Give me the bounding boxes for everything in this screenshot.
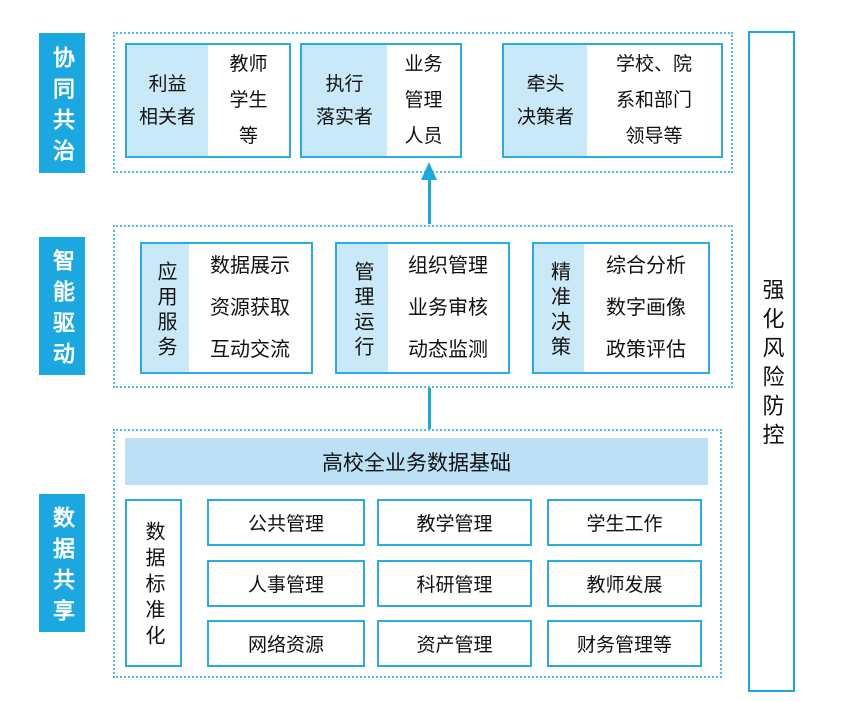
data-domain-cell-public-admin: 公共管理 [207, 499, 365, 546]
role-name-cell: 利益 相关者 [127, 45, 208, 156]
risk-control-panel: 强化风险防控 [748, 31, 795, 692]
data-domain-cell-research: 科研管理 [377, 560, 532, 607]
role-box-executors: 执行 落实者 业务 管理 人员 [300, 43, 462, 158]
service-item: 政策评估 [606, 339, 686, 361]
member-line: 人员 [404, 125, 443, 147]
service-category-cell: 应用服务 [142, 244, 189, 372]
member-line: 系和部门 [615, 89, 692, 111]
service-box-application: 应用服务 数据展示 资源获取 互动交流 [140, 242, 313, 374]
service-item: 组织管理 [408, 255, 488, 277]
role-line: 相关者 [138, 106, 196, 128]
role-name-cell: 牵头 决策者 [504, 45, 587, 156]
role-line: 决策者 [516, 106, 574, 128]
service-item: 资源获取 [210, 297, 290, 319]
layer-label-text: 智能驱动 [50, 248, 75, 373]
data-foundation-header: 高校全业务数据基础 [125, 438, 708, 485]
service-item: 业务审核 [408, 297, 488, 319]
data-domain-cell-assets: 资产管理 [377, 620, 532, 667]
data-domain-cell-network-resources: 网络资源 [207, 620, 365, 667]
member-line: 学校、院 [615, 53, 692, 75]
layer-label-data-sharing: 数据共享 [39, 494, 85, 632]
layer-label-text: 协同共治 [50, 45, 75, 170]
arrow-head-icon [421, 162, 437, 180]
service-category-label: 应用服务 [154, 260, 176, 361]
service-category-cell: 管理运行 [337, 244, 388, 372]
role-name-cell: 执行 落实者 [302, 45, 387, 156]
role-line: 利益 [148, 73, 187, 95]
service-item: 互动交流 [210, 339, 290, 361]
role-line: 落实者 [315, 106, 373, 128]
service-items-cell: 组织管理 业务审核 动态监测 [388, 244, 508, 372]
data-domain-cell-hr: 人事管理 [207, 560, 365, 607]
member-line: 管理 [404, 89, 443, 111]
service-box-decision: 精准决策 综合分析 数字画像 政策评估 [532, 242, 710, 374]
role-box-decision-makers: 牵头 决策者 学校、院 系和部门 领导等 [502, 43, 723, 158]
data-domain-cell-teaching: 教学管理 [377, 499, 532, 546]
role-box-stakeholders: 利益 相关者 教师 学生 等 [125, 43, 291, 158]
data-foundation-section: 高校全业务数据基础 数据标准化 公共管理 教学管理 学生工作 人事管理 科研管理… [113, 429, 722, 678]
service-category-cell: 精准决策 [534, 244, 584, 372]
service-category-label: 管理运行 [351, 260, 373, 361]
arrow-stem [427, 387, 431, 430]
member-line: 领导等 [625, 125, 683, 147]
service-items-cell: 综合分析 数字画像 政策评估 [584, 244, 708, 372]
service-category-label: 精准决策 [547, 260, 570, 361]
arrow-up-middle-to-top [421, 162, 437, 224]
collaboration-section: 利益 相关者 教师 学生 等 执行 落实者 业务 管理 人员 牵头 决策 [113, 32, 733, 173]
layer-label-intelligent-drive: 智能驱动 [39, 237, 85, 375]
data-domain-cell-teacher-development: 教师发展 [547, 560, 702, 607]
service-items-cell: 数据展示 资源获取 互动交流 [189, 244, 311, 372]
member-line: 业务 [404, 53, 443, 75]
arrow-stem [427, 180, 431, 224]
member-line: 学生 [229, 89, 268, 111]
service-item: 数字画像 [606, 297, 686, 319]
layer-label-collaborative-governance: 协同共治 [39, 33, 85, 173]
member-line: 教师 [229, 53, 268, 75]
service-item: 动态监测 [408, 339, 488, 361]
role-line: 执行 [325, 73, 364, 95]
service-box-management: 管理运行 组织管理 业务审核 动态监测 [335, 242, 510, 374]
role-line: 牵头 [526, 73, 565, 95]
role-members-cell: 业务 管理 人员 [387, 45, 460, 156]
data-standardization-label: 数据标准化 [142, 521, 164, 651]
layer-label-text: 数据共享 [50, 505, 75, 630]
data-domain-cell-student-affairs: 学生工作 [547, 499, 702, 546]
risk-control-label: 强化风险防控 [759, 278, 785, 452]
intelligence-section: 应用服务 数据展示 资源获取 互动交流 管理运行 组织管理 业务审核 动态监测 … [113, 225, 733, 388]
data-standardization-box: 数据标准化 [125, 499, 182, 667]
role-members-cell: 学校、院 系和部门 领导等 [587, 45, 721, 156]
service-item: 数据展示 [210, 255, 290, 277]
member-line: 等 [238, 125, 258, 147]
data-domain-cell-finance: 财务管理等 [547, 620, 702, 667]
service-item: 综合分析 [606, 255, 686, 277]
role-members-cell: 教师 学生 等 [208, 45, 289, 156]
